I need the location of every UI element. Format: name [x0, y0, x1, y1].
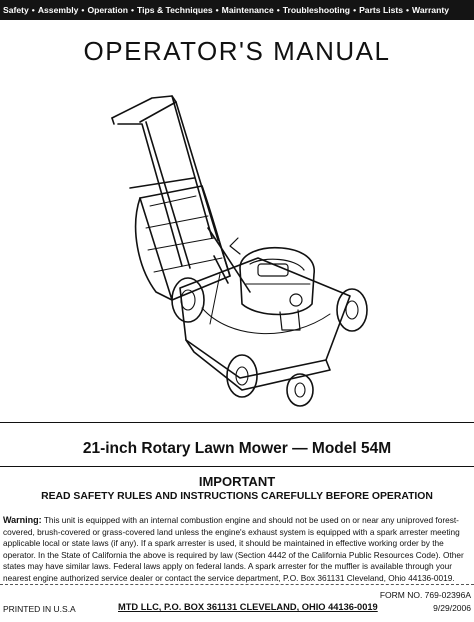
warning-text: This unit is equipped with an internal c… — [3, 515, 464, 583]
form-number: FORM NO. 769-02396A — [379, 590, 471, 600]
engine — [229, 237, 315, 331]
front-wheel-left — [226, 354, 258, 398]
divider-middle — [0, 466, 474, 467]
company-address: MTD LLC, P.O. BOX 361131 CLEVELAND, OHIO… — [118, 602, 378, 612]
nav-separator: • — [31, 5, 35, 15]
nav-item-maintenance: Maintenance — [221, 5, 274, 15]
nav-item-assembly: Assembly — [37, 5, 79, 15]
nav-separator: • — [406, 5, 410, 15]
nav-item-operation: Operation — [87, 5, 129, 15]
nav-separator: • — [81, 5, 85, 15]
top-navigation-bar: Safety • Assembly • Operation • Tips & T… — [0, 0, 474, 20]
warning-paragraph: Warning: This unit is equipped with an i… — [3, 515, 469, 585]
read-safety-notice: READ SAFETY RULES AND INSTRUCTIONS CAREF… — [41, 491, 433, 502]
nav-separator: • — [131, 5, 135, 15]
nav-item-safety: Safety — [3, 5, 29, 15]
printed-in-usa: PRINTED IN U.S.A — [3, 604, 76, 614]
nav-separator: • — [353, 5, 357, 15]
nav-item-parts-lists: Parts Lists — [359, 5, 404, 15]
handle — [111, 95, 251, 293]
nav-item-warranty: Warranty — [412, 5, 449, 15]
divider-top — [0, 422, 474, 423]
nav-separator: • — [215, 5, 219, 15]
warning-label: Warning: — [3, 515, 42, 525]
page-title: OPERATOR'S MANUAL — [83, 36, 391, 66]
important-heading: IMPORTANT — [198, 474, 276, 489]
rear-wheel-left — [171, 277, 205, 323]
nav-item-troubleshooting: Troubleshooting — [282, 5, 351, 15]
grass-catcher-bag — [134, 185, 231, 301]
nav-separator: • — [276, 5, 280, 15]
lawn-mower-illustration — [111, 95, 368, 407]
rear-wheel-right — [336, 288, 368, 332]
nav-item-tips-techniques: Tips & Techniques — [137, 5, 213, 15]
mower-deck — [179, 257, 351, 391]
form-date: 9/29/2006 — [433, 603, 471, 613]
front-wheel-right — [286, 373, 314, 407]
divider-bottom — [0, 584, 474, 585]
model-line: 21-inch Rotary Lawn Mower — Model 54M — [82, 440, 392, 457]
